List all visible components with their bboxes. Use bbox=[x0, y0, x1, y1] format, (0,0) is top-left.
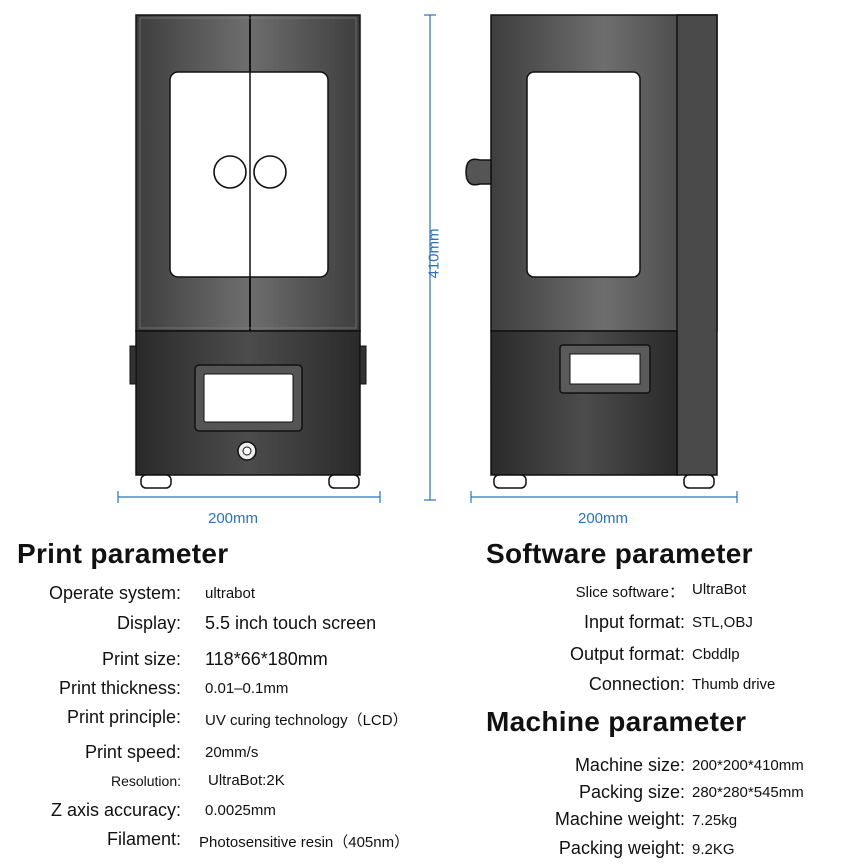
print-parameter-title: Print parameter bbox=[17, 538, 229, 569]
param-value: 200*200*410mm bbox=[692, 757, 804, 774]
param-value: ultrabot bbox=[205, 585, 256, 602]
param-value: 118*66*180mm bbox=[205, 649, 328, 669]
param-value: 280*280*545mm bbox=[692, 784, 804, 801]
param-value: 20mm/s bbox=[205, 744, 259, 761]
param-label: Filament: bbox=[106, 829, 181, 849]
param-value: Photosensitive resin（405nm） bbox=[199, 834, 410, 851]
param-label: Slice software： bbox=[575, 584, 684, 601]
param-label: Resolution: bbox=[110, 773, 181, 789]
software-parameter-title: Software parameter bbox=[486, 538, 753, 569]
param-label: Operate system: bbox=[48, 583, 181, 603]
param-label: Output format: bbox=[569, 644, 685, 664]
side-window bbox=[526, 71, 641, 278]
param-value: STL,OBJ bbox=[692, 614, 753, 631]
param-value: Thumb drive bbox=[692, 676, 776, 693]
front-view bbox=[129, 14, 367, 489]
param-value: 0.01–0.1mm bbox=[205, 680, 289, 697]
param-label: Print principle: bbox=[66, 707, 181, 727]
front-window bbox=[169, 71, 329, 278]
dimension-lines bbox=[117, 14, 738, 503]
height-label: 410mm bbox=[425, 228, 443, 279]
param-value: Cbddlp bbox=[692, 646, 740, 663]
param-label: Z axis accuracy: bbox=[50, 800, 181, 820]
machine-parameter-title: Machine parameter bbox=[486, 706, 747, 737]
param-label: Machine size: bbox=[574, 755, 685, 775]
param-value: UltraBot bbox=[692, 581, 747, 598]
param-value: 9.2KG bbox=[692, 841, 735, 858]
param-value: 5.5 inch touch screen bbox=[205, 613, 377, 633]
param-value: UV curing technology（LCD） bbox=[205, 712, 408, 729]
side-width-label: 200mm bbox=[578, 510, 629, 527]
param-label: Print thickness: bbox=[58, 678, 181, 698]
param-label: Display: bbox=[116, 613, 181, 633]
param-value: 0.0025mm bbox=[205, 802, 276, 819]
param-value: 7.25kg bbox=[692, 812, 738, 829]
param-label: Print size: bbox=[101, 649, 181, 669]
param-label: Connection: bbox=[588, 674, 685, 694]
param-label: Print speed: bbox=[84, 742, 181, 762]
param-label: Packing size: bbox=[578, 782, 685, 802]
param-label: Machine weight: bbox=[554, 809, 685, 829]
param-label: Input format: bbox=[583, 612, 685, 632]
printer-drawing bbox=[117, 14, 738, 503]
front-width-label: 200mm bbox=[208, 510, 259, 527]
param-value: UltraBot:2K bbox=[208, 772, 285, 789]
side-view bbox=[465, 14, 718, 489]
param-label: Packing weight: bbox=[558, 838, 685, 858]
